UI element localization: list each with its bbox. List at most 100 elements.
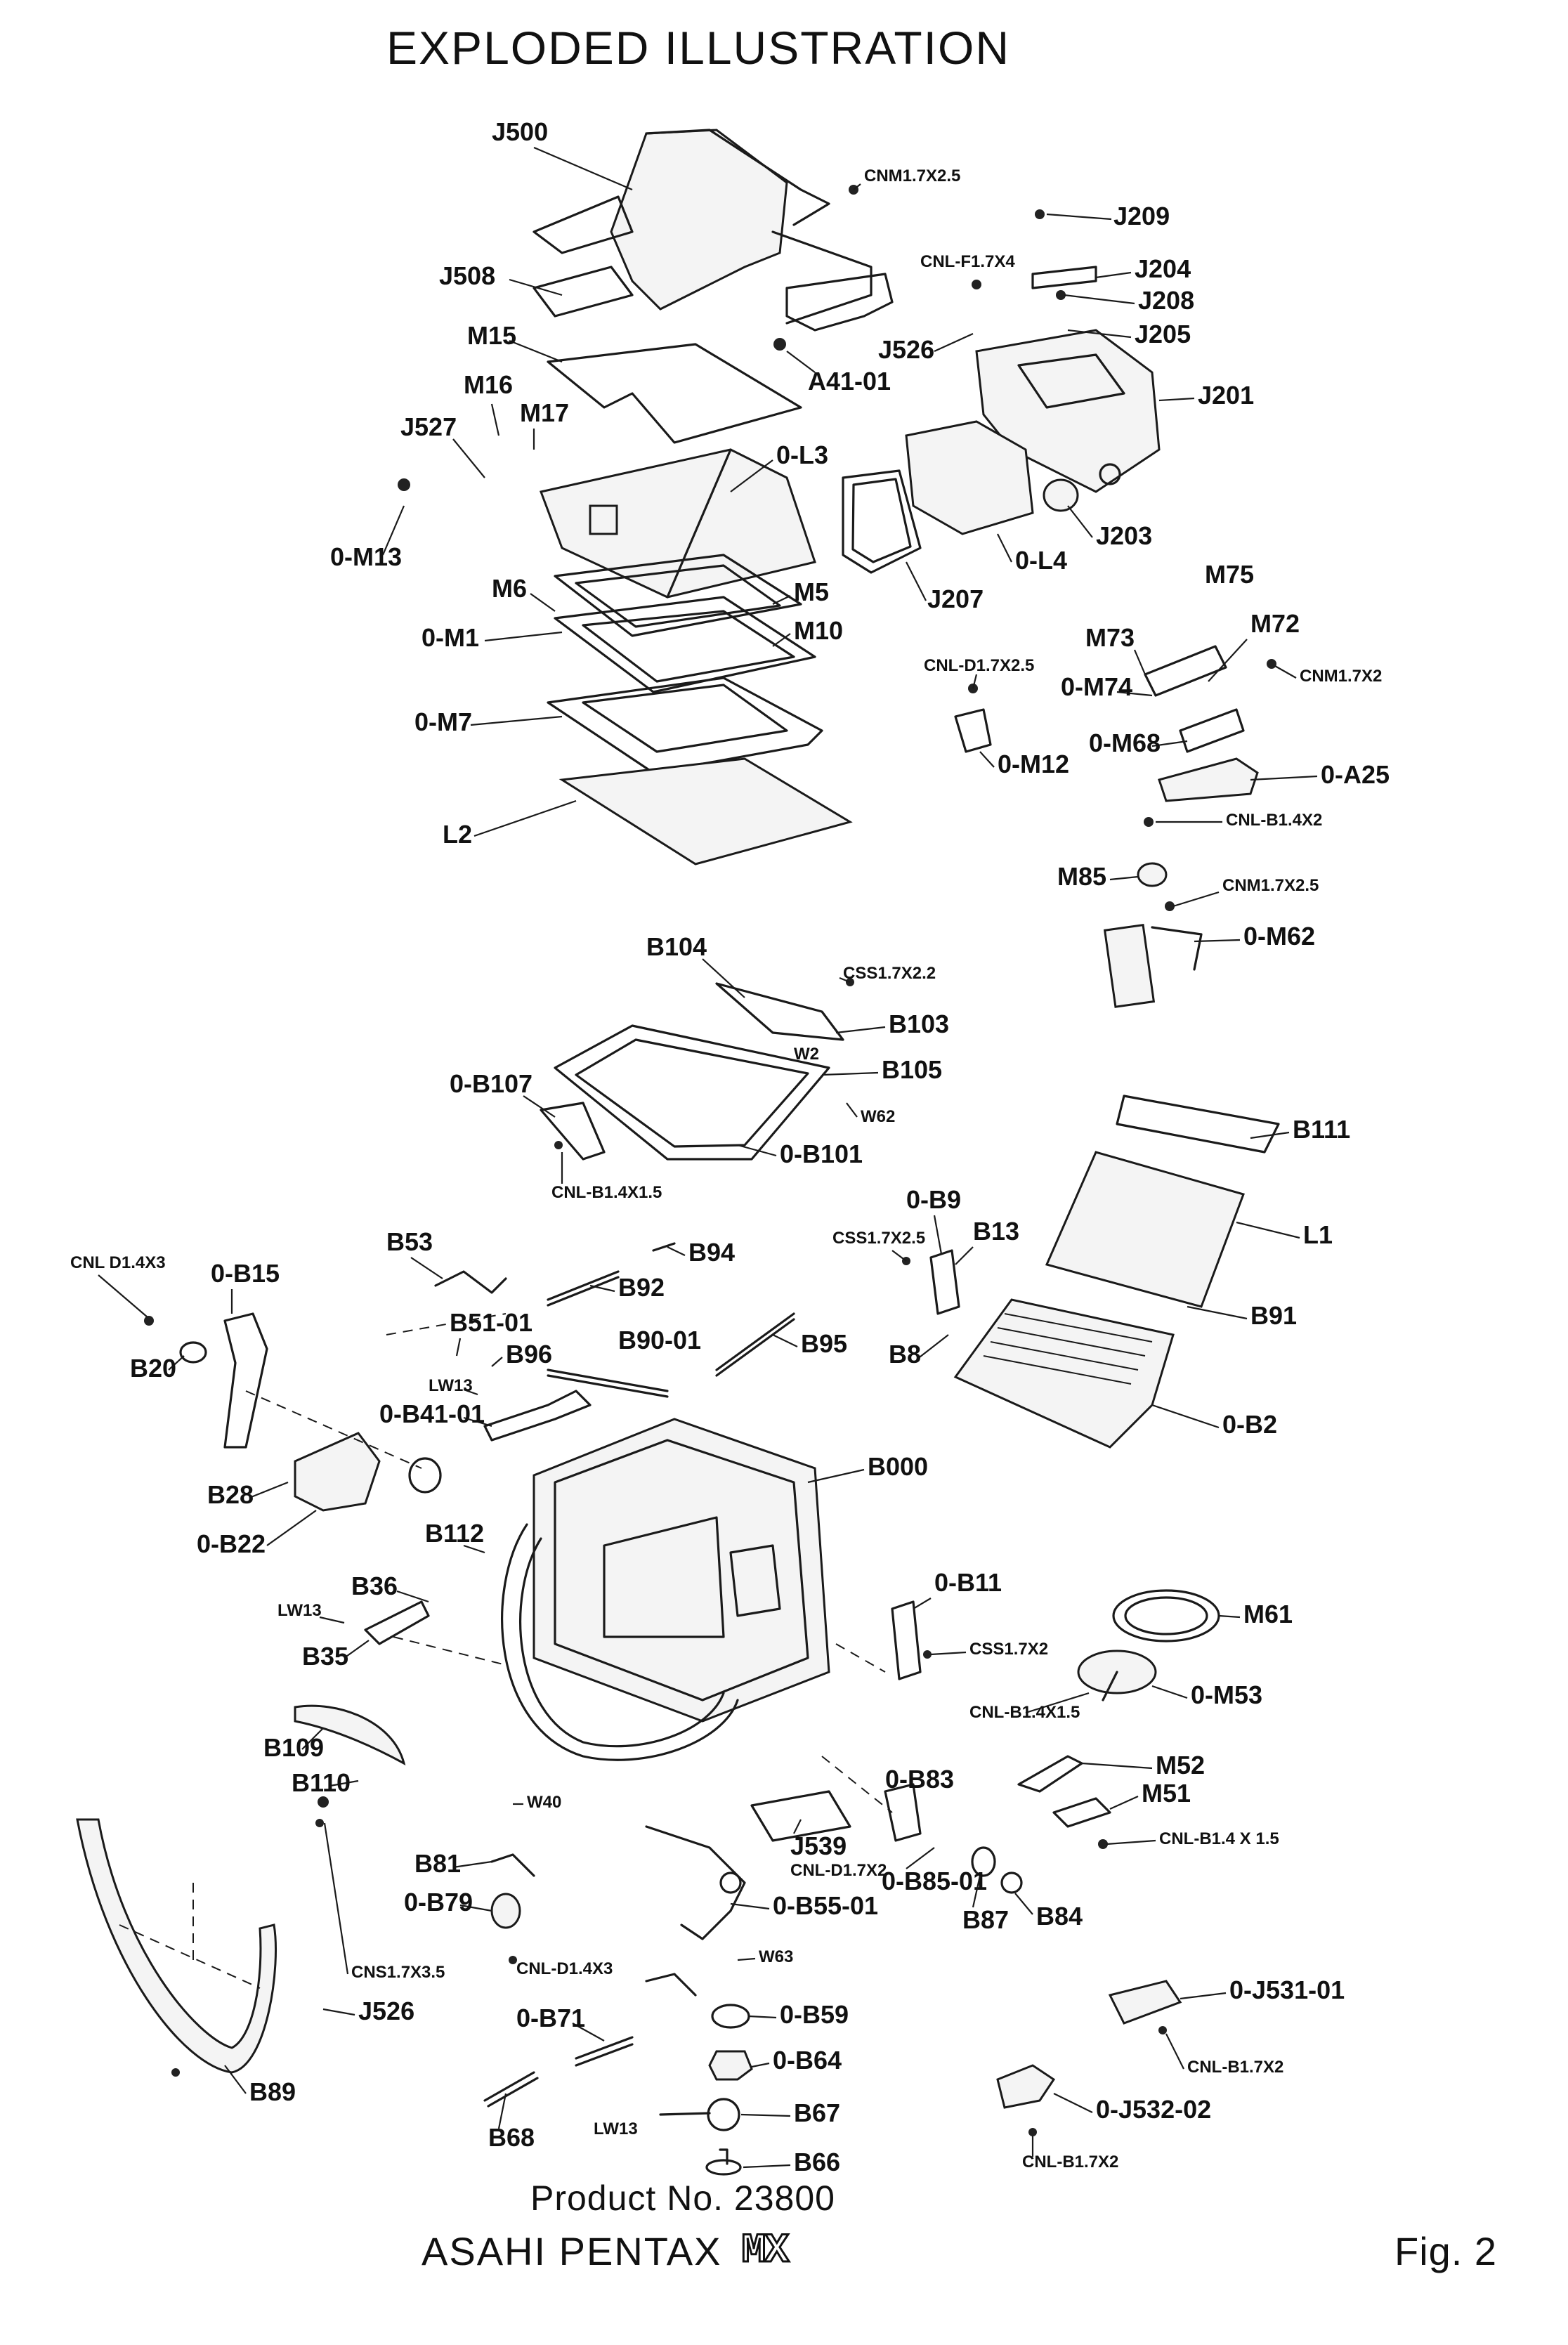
part-label-b13: B13	[973, 1217, 1019, 1246]
leader-line-css17x25	[891, 1250, 907, 1262]
leader-line-0-j532-02	[1053, 2093, 1093, 2113]
part-label-cnm17x25-a: CNM1.7X2.5	[864, 166, 960, 185]
leader-line-b66	[743, 2164, 791, 2169]
part-label-cnl-b17x2-a: CNL-B1.7X2	[1187, 2058, 1283, 2077]
part-label-b68: B68	[488, 2123, 535, 2152]
product-number: Product No. 23800	[530, 2179, 835, 2218]
part-label-cnl-d17x2: CNL-D1.7X2	[790, 1861, 887, 1880]
part-label-b67: B67	[794, 2098, 840, 2127]
leader-line-b94	[667, 1246, 686, 1256]
leader-line-b92	[589, 1284, 615, 1293]
part-label-0-m68: 0-M68	[1089, 729, 1161, 757]
part-label-cnl-d17x25: CNL-D1.7X2.5	[924, 656, 1034, 675]
part-b000-body	[533, 1418, 830, 1723]
part-label-j209: J209	[1113, 202, 1170, 230]
leader-line-j526-a	[934, 332, 974, 353]
part-label-m15: M15	[467, 321, 516, 350]
part-label-0-b2: 0-B2	[1222, 1410, 1277, 1439]
part-j539-plate	[750, 1790, 851, 1842]
leader-line-w63	[737, 1957, 756, 1961]
part-0-b64	[708, 2050, 753, 2081]
leader-line-0-m53	[1151, 1685, 1188, 1699]
label-layer: J500CNM1.7X2.5J209J204CNL-F1.7X4J208J508…	[70, 117, 1390, 2176]
part-label-b91: B91	[1250, 1301, 1297, 1330]
part-label-0-b22: 0-B22	[197, 1529, 266, 1558]
part-0-j532-02	[996, 2064, 1056, 2109]
part-label-0-b9: 0-B9	[906, 1185, 961, 1214]
leader-line-0-b71	[572, 2023, 605, 2042]
part-label-0-l3: 0-L3	[776, 440, 828, 469]
leader-line-0-b64	[751, 2062, 770, 2068]
leader-line-cnm17x2	[1274, 665, 1297, 679]
part-label-j500: J500	[492, 117, 548, 146]
part-b103-bracket	[715, 982, 844, 1041]
part-label-cnl-b14x15-c: CNL-B1.4 X 1.5	[1159, 1829, 1279, 1848]
part-0-a25	[1158, 757, 1259, 802]
part-label-l2: L2	[443, 820, 472, 849]
part-label-b104: B104	[646, 932, 707, 961]
leader-line-0-m1	[484, 631, 563, 642]
part-label-m75: M75	[1205, 560, 1254, 589]
leader-line-b84	[1014, 1893, 1033, 1915]
part-label-0-m53: 0-M53	[1191, 1680, 1262, 1709]
part-0-m68	[1179, 708, 1245, 753]
part-b35	[364, 1600, 430, 1645]
part-label-cnm17x2: CNM1.7X2	[1300, 667, 1382, 686]
part-b89-arm	[76, 1818, 277, 2074]
part-label-m52: M52	[1156, 1751, 1205, 1779]
part-label-j527: J527	[400, 412, 457, 441]
leader-line-w62	[846, 1102, 858, 1118]
leader-line-b35	[344, 1640, 370, 1659]
leader-line-j201	[1158, 397, 1195, 402]
leader-line-cnm17x25-b	[1172, 891, 1220, 908]
maker-name: ASAHI PENTAX	[422, 2229, 722, 2273]
part-0-m53-gear	[1077, 1650, 1157, 1701]
leader-line-css17x2	[930, 1651, 967, 1656]
part-bracket-top	[785, 273, 894, 332]
part-m52	[1017, 1755, 1083, 1793]
part-label-cnm17x25-b: CNM1.7X2.5	[1222, 876, 1319, 895]
part-label-j203: J203	[1096, 521, 1152, 550]
part-label-j539: J539	[790, 1831, 847, 1860]
part-label-w40: W40	[527, 1793, 561, 1812]
leader-line-0-m68	[1151, 740, 1188, 747]
part-label-j208: J208	[1138, 286, 1194, 315]
part-label-0-m12: 0-M12	[998, 750, 1069, 778]
part-label-0-m7: 0-M7	[414, 707, 472, 736]
leader-line-cnl-b14x15-c	[1106, 1839, 1156, 1846]
leader-line-0-m13	[381, 505, 405, 556]
part-label-b8: B8	[889, 1340, 921, 1369]
part-label-m6: M6	[492, 574, 527, 603]
model-logo: MX	[740, 2228, 790, 2275]
leader-line-m15	[509, 339, 563, 363]
part-label-j205: J205	[1135, 320, 1191, 348]
part-label-0-m13: 0-M13	[330, 542, 402, 571]
part-label-m5: M5	[794, 577, 829, 606]
part-b20-washer	[179, 1341, 207, 1364]
part-label-css17x25: CSS1.7X2.5	[832, 1229, 925, 1248]
part-label-0-b107: 0-B107	[450, 1069, 533, 1098]
part-0-b107	[540, 1102, 606, 1161]
leader-line-0-m62	[1194, 939, 1241, 943]
part-label-b81: B81	[414, 1849, 461, 1878]
leader-line-m85	[1109, 875, 1139, 881]
leader-line-j208	[1064, 294, 1135, 305]
leader-line-0-l4	[997, 533, 1012, 563]
part-label-j526-a: J526	[878, 335, 934, 364]
part-0-m1-frame	[554, 596, 816, 693]
part-label-m61: M61	[1243, 1600, 1293, 1628]
part-label-0-j531-01: 0-J531-01	[1229, 1975, 1345, 2004]
part-label-0-l4: 0-L4	[1015, 546, 1067, 575]
leader-line-j539	[793, 1819, 802, 1834]
part-m85	[1137, 862, 1168, 887]
part-0-b59	[711, 2004, 750, 2029]
leader-line-m51	[1109, 1795, 1139, 1810]
leader-line-cnl-d14x3-a	[98, 1274, 148, 1318]
part-label-0-b85-01: 0-B85-01	[882, 1867, 987, 1895]
part-label-cnl-b14x15-a: CNL-B1.4X1.5	[551, 1183, 662, 1202]
part-label-b105: B105	[882, 1055, 942, 1084]
part-label-m72: M72	[1250, 609, 1300, 638]
part-label-b66: B66	[794, 2148, 840, 2176]
leader-line-b105	[821, 1071, 879, 1076]
part-label-a41-01: A41-01	[808, 367, 891, 396]
